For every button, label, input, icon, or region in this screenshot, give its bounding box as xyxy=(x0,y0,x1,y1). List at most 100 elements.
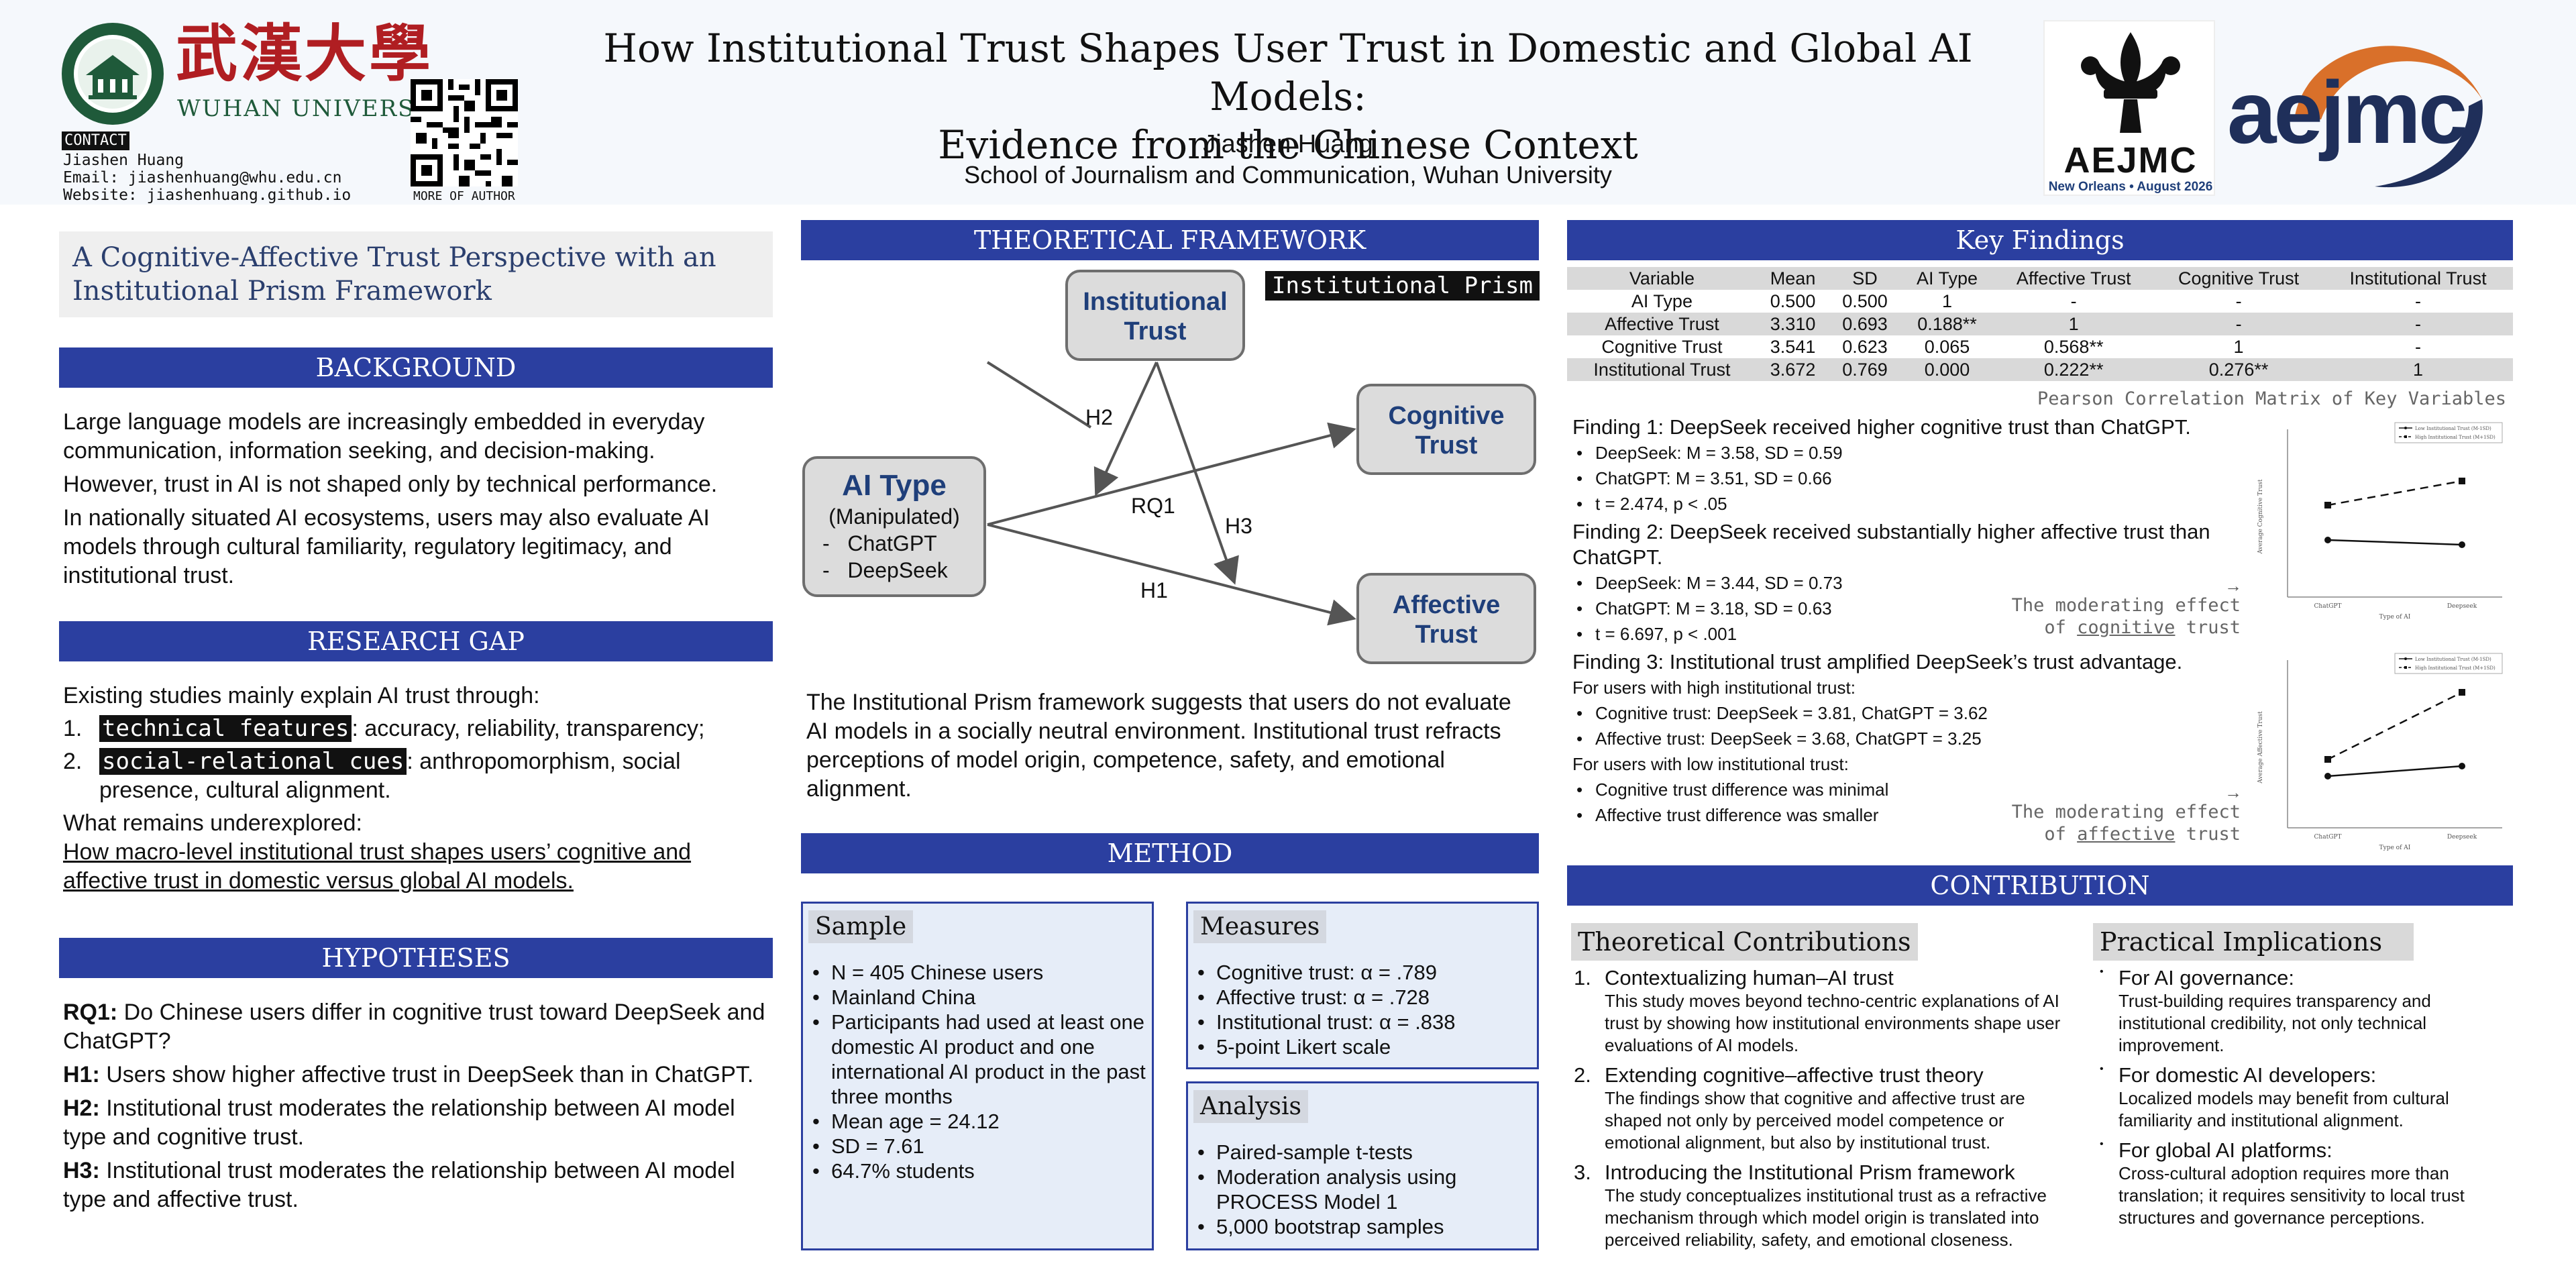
gap-item-1-highlight: technical features xyxy=(99,715,352,742)
finding-3-title: Finding 3: Institutional trust amplified… xyxy=(1572,650,2183,674)
high-trust-line xyxy=(2327,691,2463,761)
table-cell: AI Type xyxy=(1631,290,1693,311)
poster-title: How Institutional Trust Shapes User Trus… xyxy=(550,24,2026,169)
table-cell: 3.310 xyxy=(1770,313,1816,334)
finding-2-item: ChatGPT: M = 3.18, SD = 0.63 xyxy=(1572,596,2216,621)
gap-item-2-rest-line2: presence, cultural alignment. xyxy=(99,777,391,803)
sample-title: Sample xyxy=(808,910,914,943)
gap-underexplored-title: What remains underexplored: xyxy=(63,810,363,836)
analysis-list: Paired-sample t-tests Moderation analysi… xyxy=(1193,1140,1533,1239)
table-cell: 0.693 xyxy=(1842,313,1888,334)
table-header-cell: SD xyxy=(1852,268,1878,288)
qr-code-icon[interactable] xyxy=(411,79,518,186)
table-cell: - xyxy=(2415,313,2422,334)
path-label-h2: H2 xyxy=(1085,405,1113,429)
plot-2-caption: The moderating effect of affective trust xyxy=(1986,801,2241,845)
gap-item-2-number: 2. xyxy=(63,749,83,774)
plot-1-ylabel: Average Cognitive Trust xyxy=(2257,479,2264,554)
theory-item-body: The findings show that cognitive and aff… xyxy=(1605,1088,2025,1152)
theory-item-body: The study conceptualizes institutional t… xyxy=(1605,1185,2047,1250)
wuhan-university-seal-icon xyxy=(62,23,164,125)
finding-2-item: t = 6.697, p < .001 xyxy=(1572,621,2216,647)
finding-3-high-label: For users with high institutional trust: xyxy=(1572,678,1856,698)
theory-item-body: This study moves beyond techno-centric e… xyxy=(1605,991,2061,1055)
table-header-cell: Institutional Trust xyxy=(2349,268,2487,288)
measures-item: Cognitive trust: α = .789 xyxy=(1193,960,1533,985)
sample-item: 64.7% students xyxy=(808,1159,1148,1183)
table-header-cell: AI Type xyxy=(1916,268,1978,288)
plot-1-xtick-deepseek: Deepseek xyxy=(2447,603,2477,610)
research-gap-text: Existing studies mainly explain AI trust… xyxy=(63,682,774,896)
table-cell: - xyxy=(2415,290,2422,311)
plot-1-legend-low: Low Institutional Trust (M-1SD) xyxy=(2415,426,2491,431)
plot-2-xlabel: Type of AI xyxy=(2379,845,2411,851)
plot-2-legend-high: High Institutional Trust (M+1SD) xyxy=(2415,665,2496,671)
plot-2-arrow-icon: → xyxy=(2224,782,2242,802)
table-cell: 1 xyxy=(1941,290,1952,311)
low-trust-point xyxy=(2459,763,2465,769)
plot-2-xtick-deepseek: Deepseek xyxy=(2447,834,2477,841)
arrow-h2 xyxy=(1093,362,1158,496)
background-heading: BACKGROUND xyxy=(59,347,773,388)
contact-website[interactable]: Website: jiashenhuang.github.io xyxy=(63,186,352,204)
method-heading: METHOD xyxy=(801,833,1539,873)
high-trust-point xyxy=(2459,689,2465,696)
finding-3-low-item: Cognitive trust difference was minimal xyxy=(1572,777,2216,802)
high-trust-line xyxy=(2327,480,2463,506)
theory-item-heading: Introducing the Institutional Prism fram… xyxy=(1605,1161,2015,1184)
measures-item: Affective trust: α = .728 xyxy=(1193,985,1533,1010)
high-trust-point xyxy=(2324,502,2331,508)
finding-3-high-item: Affective trust: DeepSeek = 3.68, ChatGP… xyxy=(1572,726,2216,751)
finding-1-item: DeepSeek: M = 3.58, SD = 0.59 xyxy=(1572,440,2216,466)
high-trust-point xyxy=(2324,756,2331,763)
university-english-name: WUHAN UNIVERSITY xyxy=(177,95,459,122)
table-cell: - xyxy=(2070,290,2077,311)
theory-item-heading: Contextualizing human–AI trust xyxy=(1605,966,1894,989)
table-cell: 1 xyxy=(2233,336,2244,357)
contact-label: CONTACT xyxy=(62,131,129,150)
analysis-item: Moderation analysis using PROCESS Model … xyxy=(1193,1165,1533,1214)
measures-box: Measures Cognitive trust: α = .789 Affec… xyxy=(1186,902,1539,1069)
aejmc-badge: AEJMC New Orleans • August 2026 xyxy=(2043,20,2215,196)
low-trust-point xyxy=(2324,773,2331,780)
qr-caption: MORE OF AUTHOR xyxy=(413,189,515,203)
contact-email[interactable]: Email: jiashenhuang@whu.edu.cn xyxy=(63,169,342,186)
table-cell: 0.065 xyxy=(1924,336,1970,357)
low-trust-line xyxy=(2327,765,2463,777)
h1-text: Users show higher affective trust in Dee… xyxy=(99,1062,754,1087)
hypothesis-h3: H3: Institutional trust moderates the re… xyxy=(63,1157,774,1214)
gap-item-1-rest: : accuracy, reliability, transparency; xyxy=(352,716,705,741)
practical-list: For AI governance:Trust-building require… xyxy=(2096,966,2512,1229)
plot-2-caption-keyword: affective xyxy=(2077,824,2176,845)
aejmc-badge-text: AEJMC xyxy=(2063,140,2198,180)
finding-3-low-label: For users with low institutional trust: xyxy=(1572,754,1849,774)
finding-1-item: ChatGPT: M = 3.51, SD = 0.66 xyxy=(1572,466,2216,491)
plot-2-caption-of: of xyxy=(2044,824,2078,845)
table-cell: 0.500 xyxy=(1842,290,1888,311)
finding-1-title: Finding 1: DeepSeek received higher cogn… xyxy=(1572,415,2191,439)
path-label-h1: H1 xyxy=(1140,578,1168,602)
table-cell: 1 xyxy=(2068,313,2079,334)
analysis-item: Paired-sample t-tests xyxy=(1193,1140,1533,1165)
table-header-cell: Variable xyxy=(1629,268,1695,288)
institutional-prism-label: Institutional Prism xyxy=(1265,271,1540,301)
gap-intro: Existing studies mainly explain AI trust… xyxy=(63,683,540,708)
finding-3-high-list: Cognitive trust: DeepSeek = 3.81, ChatGP… xyxy=(1572,700,2216,751)
plot-2-caption-line-2: of affective trust xyxy=(1986,823,2241,845)
practical-item-body: Cross-cultural adoption requires more th… xyxy=(2118,1163,2465,1228)
aejmc-badge-subtitle: New Orleans • August 2026 xyxy=(2048,180,2213,194)
measures-item: Institutional trust: α = .838 xyxy=(1193,1010,1533,1034)
gap-item-1-number: 1. xyxy=(63,716,83,741)
low-trust-point xyxy=(2324,537,2331,543)
plot-2-caption-line-1: The moderating effect xyxy=(2011,802,2241,822)
theoretical-contributions-list: 1. Contextualizing human–AI trust This s… xyxy=(1574,966,2084,1251)
measures-title: Measures xyxy=(1193,910,1327,943)
table-header-cell: Mean xyxy=(1770,268,1816,288)
table-cell: 0.568** xyxy=(2043,336,2104,357)
table-cell: 0.000 xyxy=(1924,359,1970,380)
table-cell: 0.500 xyxy=(1770,290,1816,311)
